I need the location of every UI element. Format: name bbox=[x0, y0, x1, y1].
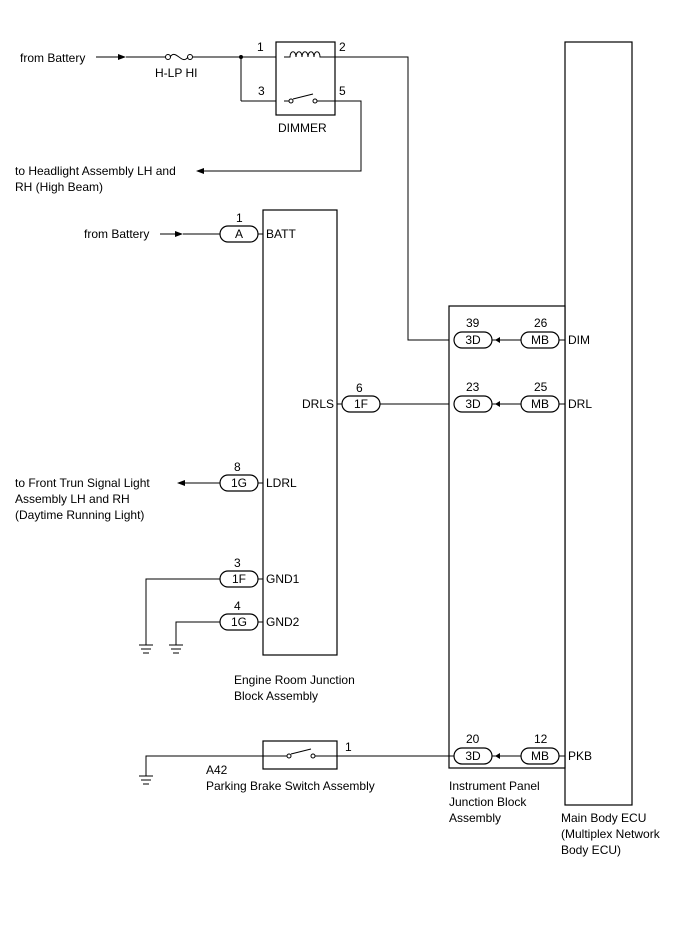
ldrl-terminal: LDRL bbox=[266, 476, 297, 490]
ground-icon bbox=[139, 775, 153, 785]
headlight-wire bbox=[204, 100, 362, 172]
gnd1-pin: 3 bbox=[234, 556, 241, 570]
pkb-ground-wire bbox=[145, 755, 263, 776]
engine-jb-label-1: Engine Room Junction bbox=[234, 673, 355, 687]
fuse-icon bbox=[165, 53, 193, 61]
ipjb-label-1: Instrument Panel bbox=[449, 779, 540, 793]
front-turn-label-2: Assembly LH and RH bbox=[15, 492, 130, 506]
gnd1-wire bbox=[145, 578, 220, 645]
gnd2-terminal: GND2 bbox=[266, 615, 300, 629]
dimmer-pin3: 3 bbox=[258, 84, 265, 98]
fuse-label: H-LP HI bbox=[155, 66, 197, 80]
ldrl-connector: 1G bbox=[231, 476, 247, 490]
ecu-terminal: DRL bbox=[568, 397, 592, 411]
gnd2-pin: 4 bbox=[234, 599, 241, 613]
engine-room-junction-block bbox=[262, 209, 338, 656]
ipjb-row-drl: 3D 23 MB 25 DRL bbox=[453, 380, 592, 413]
ipjb-right-conn: MB bbox=[531, 749, 549, 763]
ipjb-row-pkb: 3D 20 MB 12 PKB bbox=[453, 732, 592, 765]
drls-connector: 1F bbox=[354, 397, 368, 411]
gnd2-wire bbox=[175, 621, 220, 645]
instrument-panel-junction-block bbox=[448, 305, 566, 769]
ldrl-pin: 8 bbox=[234, 460, 241, 474]
drls-pin: 6 bbox=[356, 381, 363, 395]
battery-top-label: from Battery bbox=[20, 51, 85, 65]
dimmer-coil-icon bbox=[284, 51, 335, 58]
ecu-terminal: PKB bbox=[568, 749, 592, 763]
ipjb-left-conn: 3D bbox=[465, 749, 481, 763]
ldrl-arrow bbox=[177, 480, 185, 486]
gnd1-connector: 1F bbox=[232, 572, 246, 586]
engine-jb-label-2: Block Assembly bbox=[234, 689, 318, 703]
parking-brake-switch bbox=[262, 740, 338, 770]
ecu-terminal: DIM bbox=[568, 333, 590, 347]
parking-brake-label: Parking Brake Switch Assembly bbox=[206, 779, 375, 793]
ipjb-right-pin: 26 bbox=[534, 316, 548, 330]
ipjb-label-2: Junction Block bbox=[449, 795, 527, 809]
headlight-label-2: RH (High Beam) bbox=[15, 180, 103, 194]
batt-terminal: BATT bbox=[266, 227, 296, 241]
ipjb-row-dim: 3D 39 MB 26 DIM bbox=[453, 316, 590, 349]
ipjb-right-conn: MB bbox=[531, 333, 549, 347]
dimmer-switch bbox=[275, 41, 336, 116]
drls-terminal: DRLS bbox=[302, 397, 334, 411]
dimmer-pin2: 2 bbox=[339, 40, 346, 54]
dimmer-to-ipjb-wire bbox=[335, 56, 454, 341]
ipjb-right-pin: 12 bbox=[534, 732, 548, 746]
front-turn-label-1: to Front Trun Signal Light bbox=[15, 476, 150, 490]
headlight-label-1: to Headlight Assembly LH and bbox=[15, 164, 176, 178]
battery-mid-label: from Battery bbox=[84, 227, 149, 241]
gnd2-connector: 1G bbox=[231, 615, 247, 629]
ipjb-label-3: Assembly bbox=[449, 811, 501, 825]
parking-brake-code: A42 bbox=[206, 763, 228, 777]
connector-a-label: A bbox=[235, 227, 243, 241]
gnd1-terminal: GND1 bbox=[266, 572, 300, 586]
ipjb-left-pin: 23 bbox=[466, 380, 480, 394]
row-arrow-icon bbox=[495, 401, 500, 407]
ipjb-right-pin: 25 bbox=[534, 380, 548, 394]
main-body-ecu bbox=[564, 41, 633, 806]
dimmer-pin5: 5 bbox=[339, 84, 346, 98]
parking-brake-pin: 1 bbox=[345, 740, 352, 754]
ground-icon bbox=[139, 644, 153, 654]
batt-pin: 1 bbox=[236, 211, 243, 225]
ipjb-left-pin: 20 bbox=[466, 732, 480, 746]
battery-mid-arrow bbox=[175, 231, 183, 237]
row-arrow-icon bbox=[495, 337, 500, 343]
main-ecu-label-1: Main Body ECU bbox=[561, 811, 646, 825]
headlight-arrow bbox=[196, 168, 204, 174]
dimmer-contact-icon bbox=[284, 93, 335, 104]
front-turn-label-3: (Daytime Running Light) bbox=[15, 508, 144, 522]
ipjb-left-conn: 3D bbox=[465, 333, 481, 347]
switch-contact-icon bbox=[263, 748, 337, 759]
main-ecu-label-3: Body ECU) bbox=[561, 843, 621, 857]
ground-icon bbox=[169, 644, 183, 654]
row-arrow-icon bbox=[495, 753, 500, 759]
ipjb-right-conn: MB bbox=[531, 397, 549, 411]
ipjb-left-pin: 39 bbox=[466, 316, 480, 330]
dimmer-pin1: 1 bbox=[257, 40, 264, 54]
ipjb-left-conn: 3D bbox=[465, 397, 481, 411]
dimmer-label: DIMMER bbox=[278, 121, 327, 135]
battery-top-arrow bbox=[118, 54, 126, 60]
main-ecu-label-2: (Multiplex Network bbox=[561, 827, 661, 841]
